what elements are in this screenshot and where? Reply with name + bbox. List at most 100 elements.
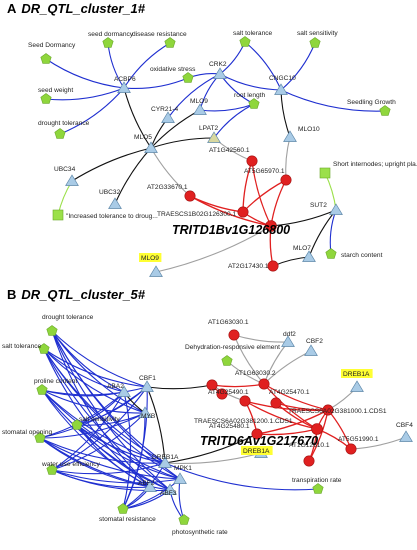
b-edge-57 bbox=[233, 334, 289, 343]
a-edge-16 bbox=[199, 103, 255, 112]
b-label-b_traes1: TRAESCS6A02G381000.1.CDS1 bbox=[288, 408, 387, 415]
a-node-ubc32[interactable] bbox=[108, 197, 122, 209]
a-node-root_length[interactable] bbox=[248, 98, 260, 109]
b-node-b_cbf4[interactable] bbox=[399, 430, 413, 442]
a-node-short_internodes[interactable] bbox=[319, 167, 331, 179]
a-node-oxidative_stress[interactable] bbox=[182, 72, 194, 83]
b-node-b_traes2[interactable] bbox=[216, 388, 228, 400]
b-label-b_cbf4: CBF4 bbox=[396, 422, 413, 429]
b-node-b_photosyn[interactable] bbox=[178, 514, 190, 525]
a-node-at1g42560[interactable] bbox=[246, 155, 258, 167]
b-edge-52 bbox=[146, 384, 213, 390]
b-node-b_abf2[interactable] bbox=[143, 480, 157, 492]
b-node-b_myb[interactable] bbox=[138, 406, 152, 418]
a-node-increased_tol[interactable] bbox=[52, 209, 64, 221]
a-label-cyr21: CYR21-4 bbox=[151, 106, 178, 113]
b-label-b_dreb1a_hl2: DREB1A bbox=[243, 448, 270, 455]
b-edge-74 bbox=[244, 400, 318, 430]
b-node-b_drought_tol[interactable] bbox=[46, 325, 58, 336]
a-node-focal_a[interactable] bbox=[265, 220, 277, 232]
a-edge-20 bbox=[71, 147, 152, 182]
b-node-b_cbf2[interactable] bbox=[304, 344, 318, 356]
b-node-b_cbf1[interactable] bbox=[140, 380, 154, 392]
b-label-b_at1g63030: AT1G63030.1 bbox=[208, 319, 249, 326]
a-node-crk2[interactable] bbox=[213, 67, 227, 79]
a-node-ubc34[interactable] bbox=[65, 174, 79, 186]
a-node-disease_resistance[interactable] bbox=[164, 37, 176, 48]
b-edge-34 bbox=[39, 437, 181, 480]
b-edge-41 bbox=[51, 469, 181, 484]
a-label-mlo9b: MLO9 bbox=[141, 255, 159, 262]
b-node-b_abf3[interactable] bbox=[163, 483, 177, 495]
a-node-acbp6[interactable] bbox=[117, 81, 131, 93]
a-node-at2g33670[interactable] bbox=[184, 190, 196, 202]
a-node-mlo10[interactable] bbox=[283, 130, 297, 142]
b-label-b_mpk1: MPK1 bbox=[174, 465, 192, 472]
a-node-salt_sensitivity[interactable] bbox=[309, 37, 321, 48]
b-node-b_stomatal_res[interactable] bbox=[117, 503, 129, 514]
b-label-b_at1g63030_2: AT1G63030.2 bbox=[235, 370, 276, 377]
b-label-b_salt_sens: salt sensitivity bbox=[79, 416, 120, 423]
b-node-b_salt_tol[interactable] bbox=[38, 343, 50, 354]
b-node-b_at4g25480[interactable] bbox=[251, 428, 263, 440]
b-edge-49 bbox=[164, 462, 319, 491]
a-node-cyr21[interactable] bbox=[161, 111, 175, 123]
a-node-sut2[interactable] bbox=[329, 203, 343, 215]
b-node-b_aba2[interactable] bbox=[117, 385, 131, 397]
b-node-b_dehyd[interactable] bbox=[221, 355, 233, 366]
b-node-b_at4g25490[interactable] bbox=[239, 395, 251, 407]
a-node-seed_dormancy_l[interactable] bbox=[40, 53, 52, 64]
a-node-mlo9[interactable] bbox=[193, 103, 207, 115]
a-node-traescs[interactable] bbox=[237, 206, 249, 218]
a-label-salt_sensitivity: salt sensitivity bbox=[297, 30, 338, 37]
b-node-b_at1g12610[interactable] bbox=[303, 455, 315, 467]
a-node-at2g17430[interactable] bbox=[267, 260, 279, 272]
b-node-b_at4g25470[interactable] bbox=[270, 397, 282, 409]
b-edge-67 bbox=[244, 400, 329, 411]
b-edge-56 bbox=[164, 452, 262, 465]
b-node-b_circ[interactable] bbox=[206, 379, 218, 391]
a-node-seed_dormancy_s[interactable] bbox=[102, 37, 114, 48]
b-node-b_salt_sens[interactable] bbox=[71, 419, 83, 430]
a-label-oxidative_stress: oxidative stress bbox=[150, 66, 196, 73]
a-node-starch_content[interactable] bbox=[325, 248, 337, 259]
b-node-b_dreb1a_hl1[interactable] bbox=[350, 380, 364, 392]
b-label-b_dreb1a: DREB1A bbox=[152, 454, 179, 461]
a-node-salt_tolerance[interactable] bbox=[239, 36, 251, 47]
b-edge-65 bbox=[263, 383, 329, 411]
b-node-b_stomatal_open[interactable] bbox=[34, 432, 46, 443]
a-node-seedling_growth[interactable] bbox=[379, 105, 391, 116]
a-edge-2 bbox=[123, 42, 171, 89]
b-label-b_stomatal_open: stomatal opening bbox=[2, 429, 53, 436]
b-node-b_at5g51990[interactable] bbox=[345, 443, 357, 455]
a-node-lpat2[interactable] bbox=[207, 131, 221, 143]
b-label-highlight-b_dreb1a_hl2 bbox=[241, 446, 273, 455]
b-node-b_transp[interactable] bbox=[312, 483, 324, 494]
b-node-b_mpk1[interactable] bbox=[173, 472, 187, 484]
a-node-seed_weight[interactable] bbox=[40, 93, 52, 104]
b-node-b_at1g63030[interactable] bbox=[228, 329, 240, 341]
b-node-focal_b[interactable] bbox=[311, 423, 323, 435]
b-label-b_at4g25490: AT4G25490.1 bbox=[208, 389, 249, 396]
a-label-drought_tolerance: drought tolerance bbox=[38, 120, 90, 127]
b-label-b_myb: MYB bbox=[141, 413, 156, 420]
a-node-mlo9b[interactable] bbox=[149, 265, 163, 277]
b-node-b_ddf2[interactable] bbox=[281, 335, 295, 347]
b-node-b_at1g63030_2[interactable] bbox=[258, 378, 270, 390]
a-node-mlo5[interactable] bbox=[144, 141, 158, 153]
a-focal-gene-label: TRITD1Bv1G126800 bbox=[172, 223, 290, 237]
a-node-drought_tolerance[interactable] bbox=[54, 128, 66, 139]
panel-b-name: DR_QTL_cluster_5# bbox=[21, 287, 145, 302]
a-node-cngc10[interactable] bbox=[274, 83, 288, 95]
b-node-b_wue[interactable] bbox=[46, 464, 58, 475]
a-label-lpat2: LPAT2 bbox=[199, 125, 219, 132]
a-label-crk2: CRK2 bbox=[209, 61, 227, 68]
b-node-b_dreb1a[interactable] bbox=[158, 456, 172, 468]
b-node-b_proline[interactable] bbox=[36, 384, 48, 395]
b-edge-8 bbox=[43, 348, 148, 388]
a-node-mlo7[interactable] bbox=[302, 250, 316, 262]
a-node-at5g65970[interactable] bbox=[280, 174, 292, 186]
b-node-b_traes1[interactable] bbox=[322, 404, 334, 416]
b-label-b_cbf2: CBF2 bbox=[306, 338, 323, 345]
